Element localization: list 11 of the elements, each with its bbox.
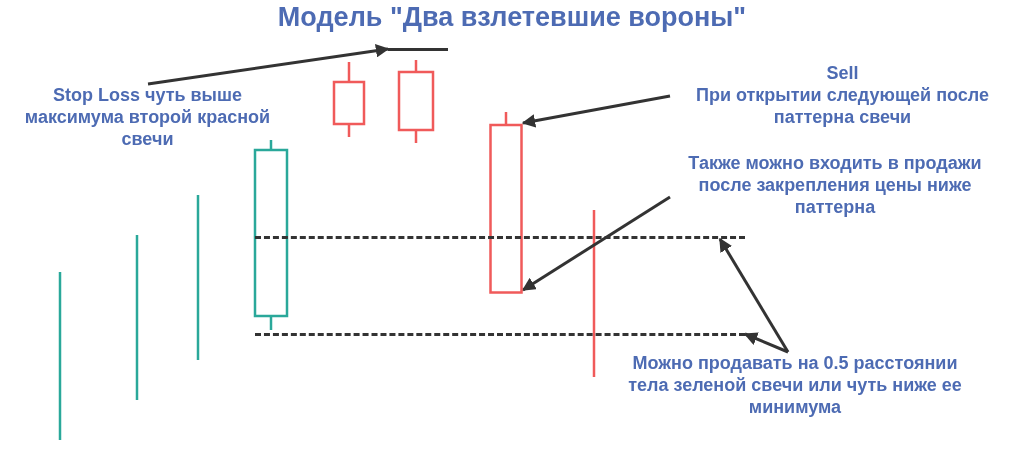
- annotation-text: Stop Loss чуть выше максимума второй красной свечи: [23, 84, 272, 150]
- annotation-text: Можно продавать на 0.5 расстоянии тела зеленой свечи или чуть ниже ее минимума: [627, 352, 963, 418]
- arrow: [743, 332, 789, 354]
- arrow: [521, 94, 671, 128]
- arrow: [521, 195, 671, 292]
- annotation-text: Также можно входить в продажи после закрепления цены ниже паттерна: [687, 152, 983, 218]
- annotation-text: При открытии следующей после паттерна свечи: [694, 84, 990, 128]
- annotation-text: Sell: [826, 62, 859, 84]
- diagram-title: Модель "Два взлетевшие вороны": [277, 2, 747, 33]
- arrow: [718, 237, 790, 353]
- arrow: [147, 44, 390, 86]
